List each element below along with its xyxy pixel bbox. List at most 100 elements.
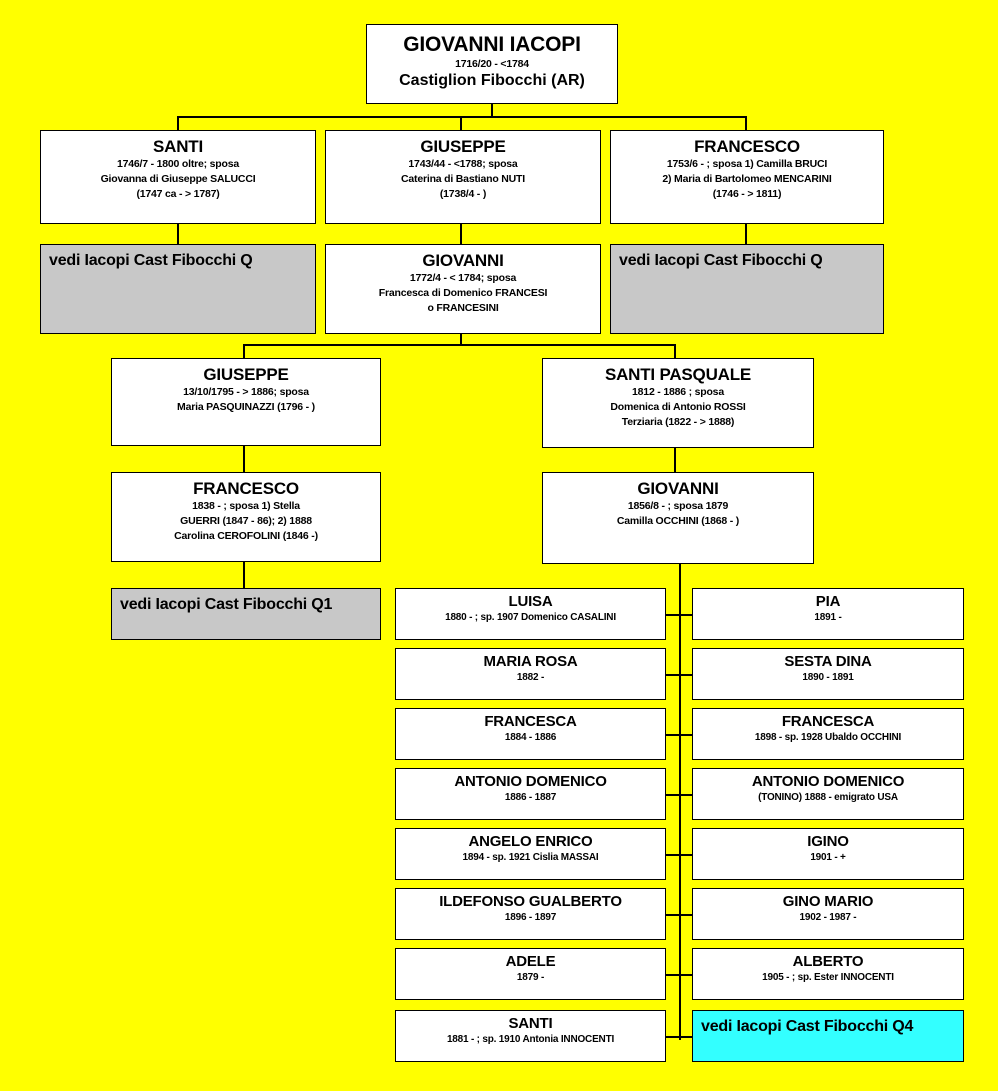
connector-children-ticks [666, 794, 692, 796]
child-angelo-enrico[interactable]: ANGELO ENRICO 1894 - sp. 1921 Cislia MAS… [395, 828, 666, 880]
connector-children-ticks [666, 674, 692, 676]
ref-link-giovanni-2[interactable]: vedi Iacopi Cast Fibocchi Q4 [692, 1010, 964, 1062]
person-name: IGINO [807, 833, 849, 850]
person-details: Maria PASQUINAZZI (1796 - ) [177, 401, 315, 413]
person-name: SANTI PASQUALE [604, 365, 752, 384]
person-name: GIUSEPPE [420, 137, 506, 156]
person-francesco[interactable]: FRANCESCO 1753/6 - ; sposa 1) Camilla BR… [610, 130, 884, 224]
person-name: SANTI [508, 1015, 553, 1032]
ref-link-santi[interactable]: vedi Iacopi Cast Fibocchi Q [40, 244, 316, 334]
child-antonio-domenico-2[interactable]: ANTONIO DOMENICO (TONINO) 1888 - emigrat… [692, 768, 964, 820]
person-name: GIOVANNI IACOPI [403, 33, 581, 56]
person-giovanni-iacopi[interactable]: GIOVANNI IACOPI 1716/20 - <1784 Castigli… [366, 24, 618, 104]
person-santi[interactable]: SANTI 1746/7 - 1800 oltre; sposa Giovann… [40, 130, 316, 224]
person-details: (1746 - > 1811) [712, 188, 782, 200]
person-details: 13/10/1795 - > 1886; sposa [183, 386, 309, 398]
child-pia[interactable]: PIA 1891 - [692, 588, 964, 640]
person-dates: 1896 - 1897 [504, 912, 557, 923]
child-antonio-domenico[interactable]: ANTONIO DOMENICO 1886 - 1887 [395, 768, 666, 820]
ref-label: vedi Iacopi Cast Fibocchi Q4 [701, 1018, 914, 1035]
connector-santipasquale-up [674, 344, 676, 358]
connector-gen1-bar [177, 116, 747, 118]
child-gino-mario[interactable]: GINO MARIO 1902 - 1987 - [692, 888, 964, 940]
person-giovanni-2[interactable]: GIOVANNI 1856/8 - ; sposa 1879 Camilla O… [542, 472, 814, 564]
person-name: GIOVANNI [637, 479, 719, 498]
person-name: FRANCESCO [193, 479, 299, 498]
connector-francesco-up [745, 116, 747, 130]
person-dates: 1881 - ; sp. 1910 Antonia INNOCENTI [446, 1034, 615, 1045]
person-santi-pasquale[interactable]: SANTI PASQUALE 1812 - 1886 ; sposa Domen… [542, 358, 814, 448]
person-dates: 1898 - sp. 1928 Ubaldo OCCHINI [754, 732, 902, 743]
connector-children-ticks [666, 734, 692, 736]
person-details: 1743/44 - <1788; sposa [408, 158, 518, 170]
person-name: PIA [815, 593, 841, 610]
person-details: o FRANCESINI [427, 302, 499, 314]
person-francesco-2[interactable]: FRANCESCO 1838 - ; sposa 1) Stella GUERR… [111, 472, 381, 562]
person-dates: 1886 - 1887 [504, 792, 557, 803]
child-francesca[interactable]: FRANCESCA 1884 - 1886 [395, 708, 666, 760]
person-details: 1746/7 - 1800 oltre; sposa [116, 158, 240, 170]
person-details: (1738/4 - ) [439, 188, 487, 200]
child-santi[interactable]: SANTI 1881 - ; sp. 1910 Antonia INNOCENT… [395, 1010, 666, 1062]
person-details: 1812 - 1886 ; sposa [632, 386, 724, 398]
child-adele[interactable]: ADELE 1879 - [395, 948, 666, 1000]
person-dates: 1716/20 - <1784 [455, 58, 529, 70]
child-sesta-dina[interactable]: SESTA DINA 1890 - 1891 [692, 648, 964, 700]
person-name: FRANCESCA [781, 713, 875, 730]
connector-giuseppe2-up [243, 344, 245, 358]
person-dates: (TONINO) 1888 - emigrato USA [758, 792, 898, 803]
person-details: Camilla OCCHINI (1868 - ) [616, 515, 740, 527]
child-ildefonso-gualberto[interactable]: ILDEFONSO GUALBERTO 1896 - 1897 [395, 888, 666, 940]
person-giuseppe-2[interactable]: GIUSEPPE 13/10/1795 - > 1886; sposa Mari… [111, 358, 381, 446]
child-alberto[interactable]: ALBERTO 1905 - ; sp. Ester INNOCENTI [692, 948, 964, 1000]
person-name: GIUSEPPE [203, 365, 289, 384]
connector-children-ticks [666, 914, 692, 916]
person-dates: 1890 - 1891 [802, 672, 854, 683]
person-details: Caterina di Bastiano NUTI [401, 173, 525, 185]
person-name: LUISA [508, 593, 553, 610]
connector-children-ticks [666, 974, 692, 976]
connector-giuseppe-giovanni [460, 224, 462, 244]
person-details: Carolina CEROFOLINI (1846 -) [174, 530, 318, 542]
child-luisa[interactable]: LUISA 1880 - ; sp. 1907 Domenico CASALIN… [395, 588, 666, 640]
person-name: SESTA DINA [784, 653, 872, 670]
person-details: 1753/6 - ; sposa 1) Camilla BRUCI [666, 158, 828, 170]
ref-label: vedi Iacopi Cast Fibocchi Q [619, 252, 823, 269]
person-name: GINO MARIO [782, 893, 874, 910]
child-francesca-2[interactable]: FRANCESCA 1898 - sp. 1928 Ubaldo OCCHINI [692, 708, 964, 760]
connector-santi-up [177, 116, 179, 130]
person-dates: 1894 - sp. 1921 Cislia MASSAI [462, 852, 599, 863]
connector-children-trunk [679, 564, 681, 1040]
child-maria-rosa[interactable]: MARIA ROSA 1882 - [395, 648, 666, 700]
connector-root-down [491, 102, 493, 118]
person-details: 1772/4 - < 1784; sposa [409, 272, 517, 284]
person-name: ALBERTO [792, 953, 864, 970]
child-igino[interactable]: IGINO 1901 - + [692, 828, 964, 880]
ref-label: vedi Iacopi Cast Fibocchi Q1 [120, 596, 333, 613]
connector-santi-ref [177, 224, 179, 244]
person-name: MARIA ROSA [483, 653, 578, 670]
person-dates: 1884 - 1886 [504, 732, 557, 743]
connector-children-ticks [666, 854, 692, 856]
ref-label: vedi Iacopi Cast Fibocchi Q [49, 252, 253, 269]
connector-francesco-ref [745, 224, 747, 244]
connector-giuseppe-up [460, 116, 462, 130]
person-details: 1856/8 - ; sposa 1879 [627, 500, 729, 512]
person-place: Castiglion Fibocchi (AR) [399, 72, 585, 89]
person-name: ANGELO ENRICO [468, 833, 593, 850]
person-name: FRANCESCA [484, 713, 577, 730]
connector-children-ticks [666, 614, 692, 616]
person-giovanni[interactable]: GIOVANNI 1772/4 - < 1784; sposa Francesc… [325, 244, 601, 334]
ref-link-francesco[interactable]: vedi Iacopi Cast Fibocchi Q [610, 244, 884, 334]
ref-link-francesco-2[interactable]: vedi Iacopi Cast Fibocchi Q1 [111, 588, 381, 640]
person-name: FRANCESCO [694, 137, 800, 156]
person-dates: 1882 - [516, 672, 545, 683]
person-details: Terziaria (1822 - > 1888) [621, 416, 735, 428]
person-details: 2) Maria di Bartolomeo MENCARINI [662, 173, 832, 185]
person-details: GUERRI (1847 - 86); 2) 1888 [180, 515, 312, 527]
person-details: (1747 ca - > 1787) [136, 188, 220, 200]
person-name: ANTONIO DOMENICO [751, 773, 905, 790]
person-giuseppe[interactable]: GIUSEPPE 1743/44 - <1788; sposa Caterina… [325, 130, 601, 224]
person-dates: 1905 - ; sp. Ester INNOCENTI [762, 972, 894, 983]
